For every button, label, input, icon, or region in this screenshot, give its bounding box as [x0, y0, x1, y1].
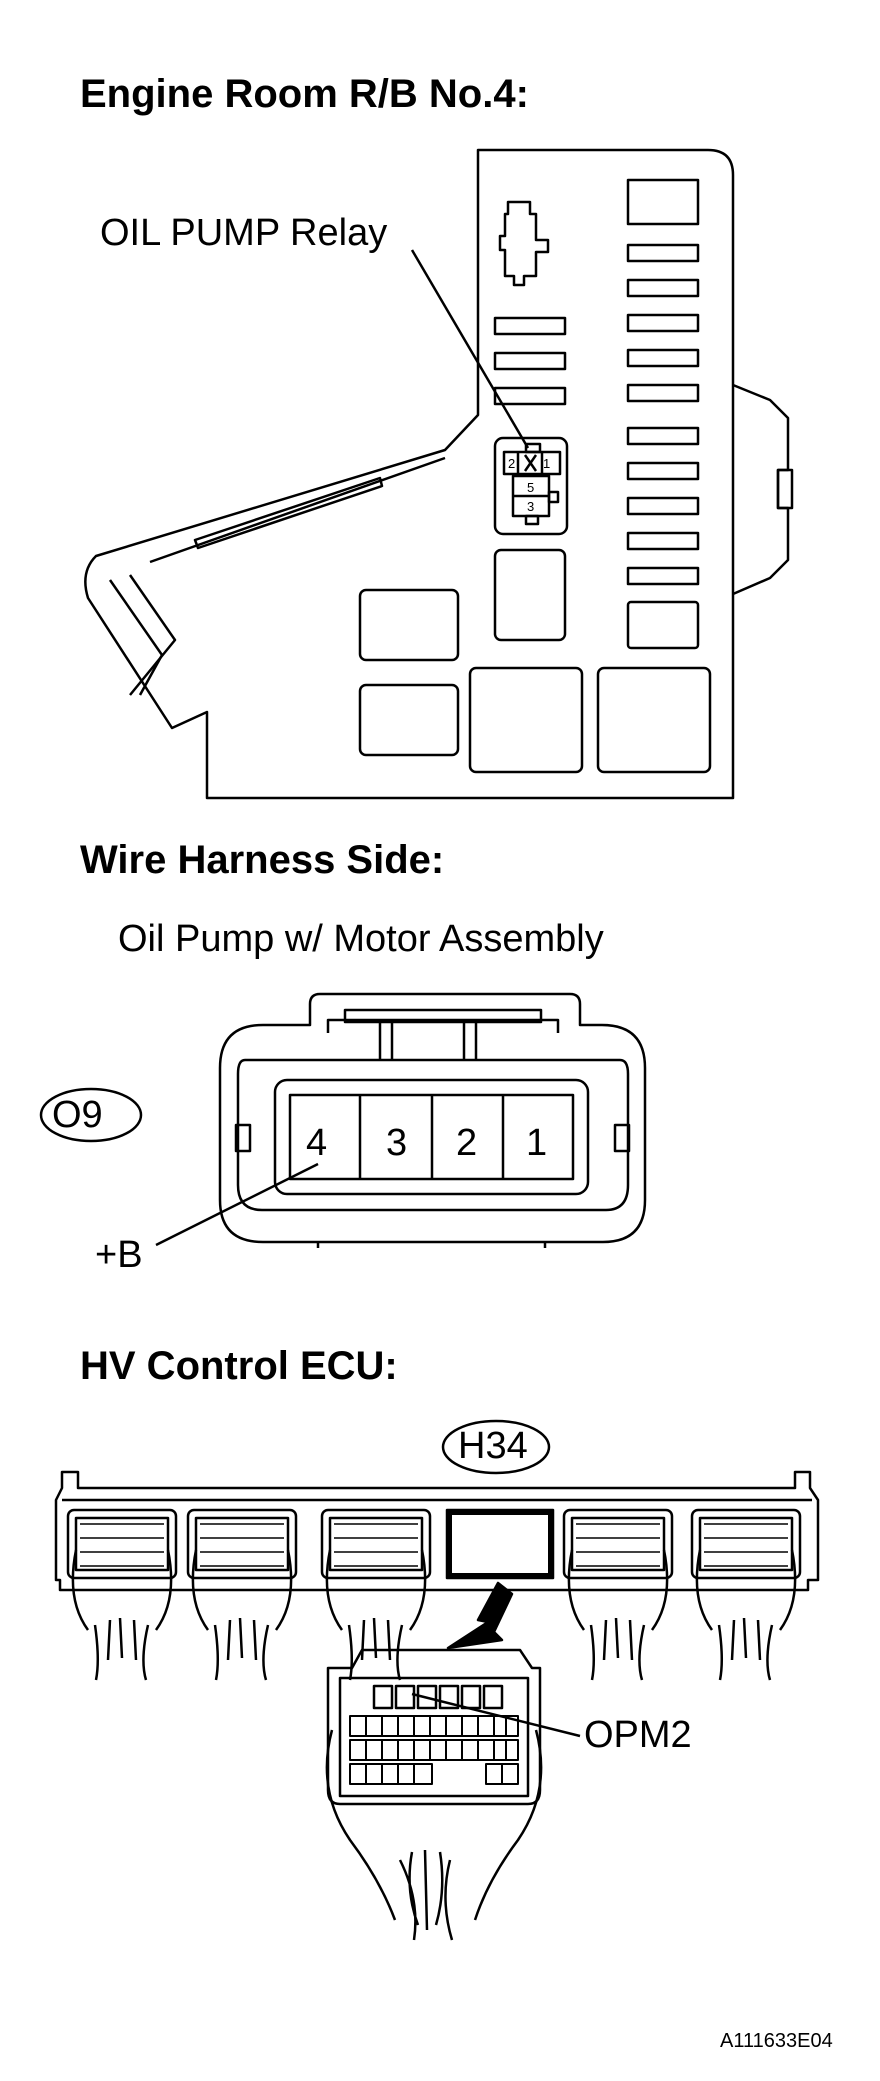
- ecu-connector-id: H34: [458, 1425, 528, 1467]
- harness-pin-4: 4: [306, 1122, 328, 1164]
- harness-component-label: Oil Pump w/ Motor Assembly: [118, 918, 604, 960]
- h34-oval: [441, 1419, 551, 1475]
- relay-pin-2: 2: [508, 456, 516, 471]
- ecu-heading: HV Control ECU:: [80, 1344, 398, 1388]
- relay-pin-5: 5: [527, 480, 535, 495]
- harness-connector-id: O9: [52, 1094, 103, 1136]
- relay-label: OIL PUMP Relay: [100, 212, 388, 254]
- harness-connector: [155, 992, 647, 1248]
- relay-box-heading: Engine Room R/B No.4:: [80, 72, 529, 116]
- o9-oval: [39, 1087, 143, 1143]
- harness-pin-2: 2: [456, 1122, 478, 1164]
- plus-b-label: +B: [95, 1234, 143, 1276]
- harness-heading: Wire Harness Side:: [80, 838, 445, 882]
- ecu-connector-strip: [54, 1470, 820, 1681]
- harness-pin-1: 1: [526, 1122, 548, 1164]
- opm2-label: OPM2: [584, 1714, 692, 1756]
- h34-connector-enlarged: [325, 1648, 581, 1941]
- arrow-icon: [446, 1581, 514, 1650]
- harness-pin-3: 3: [386, 1122, 408, 1164]
- relay-pin-1: 1: [543, 456, 551, 471]
- relay-pin-3: 3: [527, 499, 535, 514]
- figure-code: A111633E04: [720, 2030, 833, 2052]
- relay-box: [84, 148, 794, 800]
